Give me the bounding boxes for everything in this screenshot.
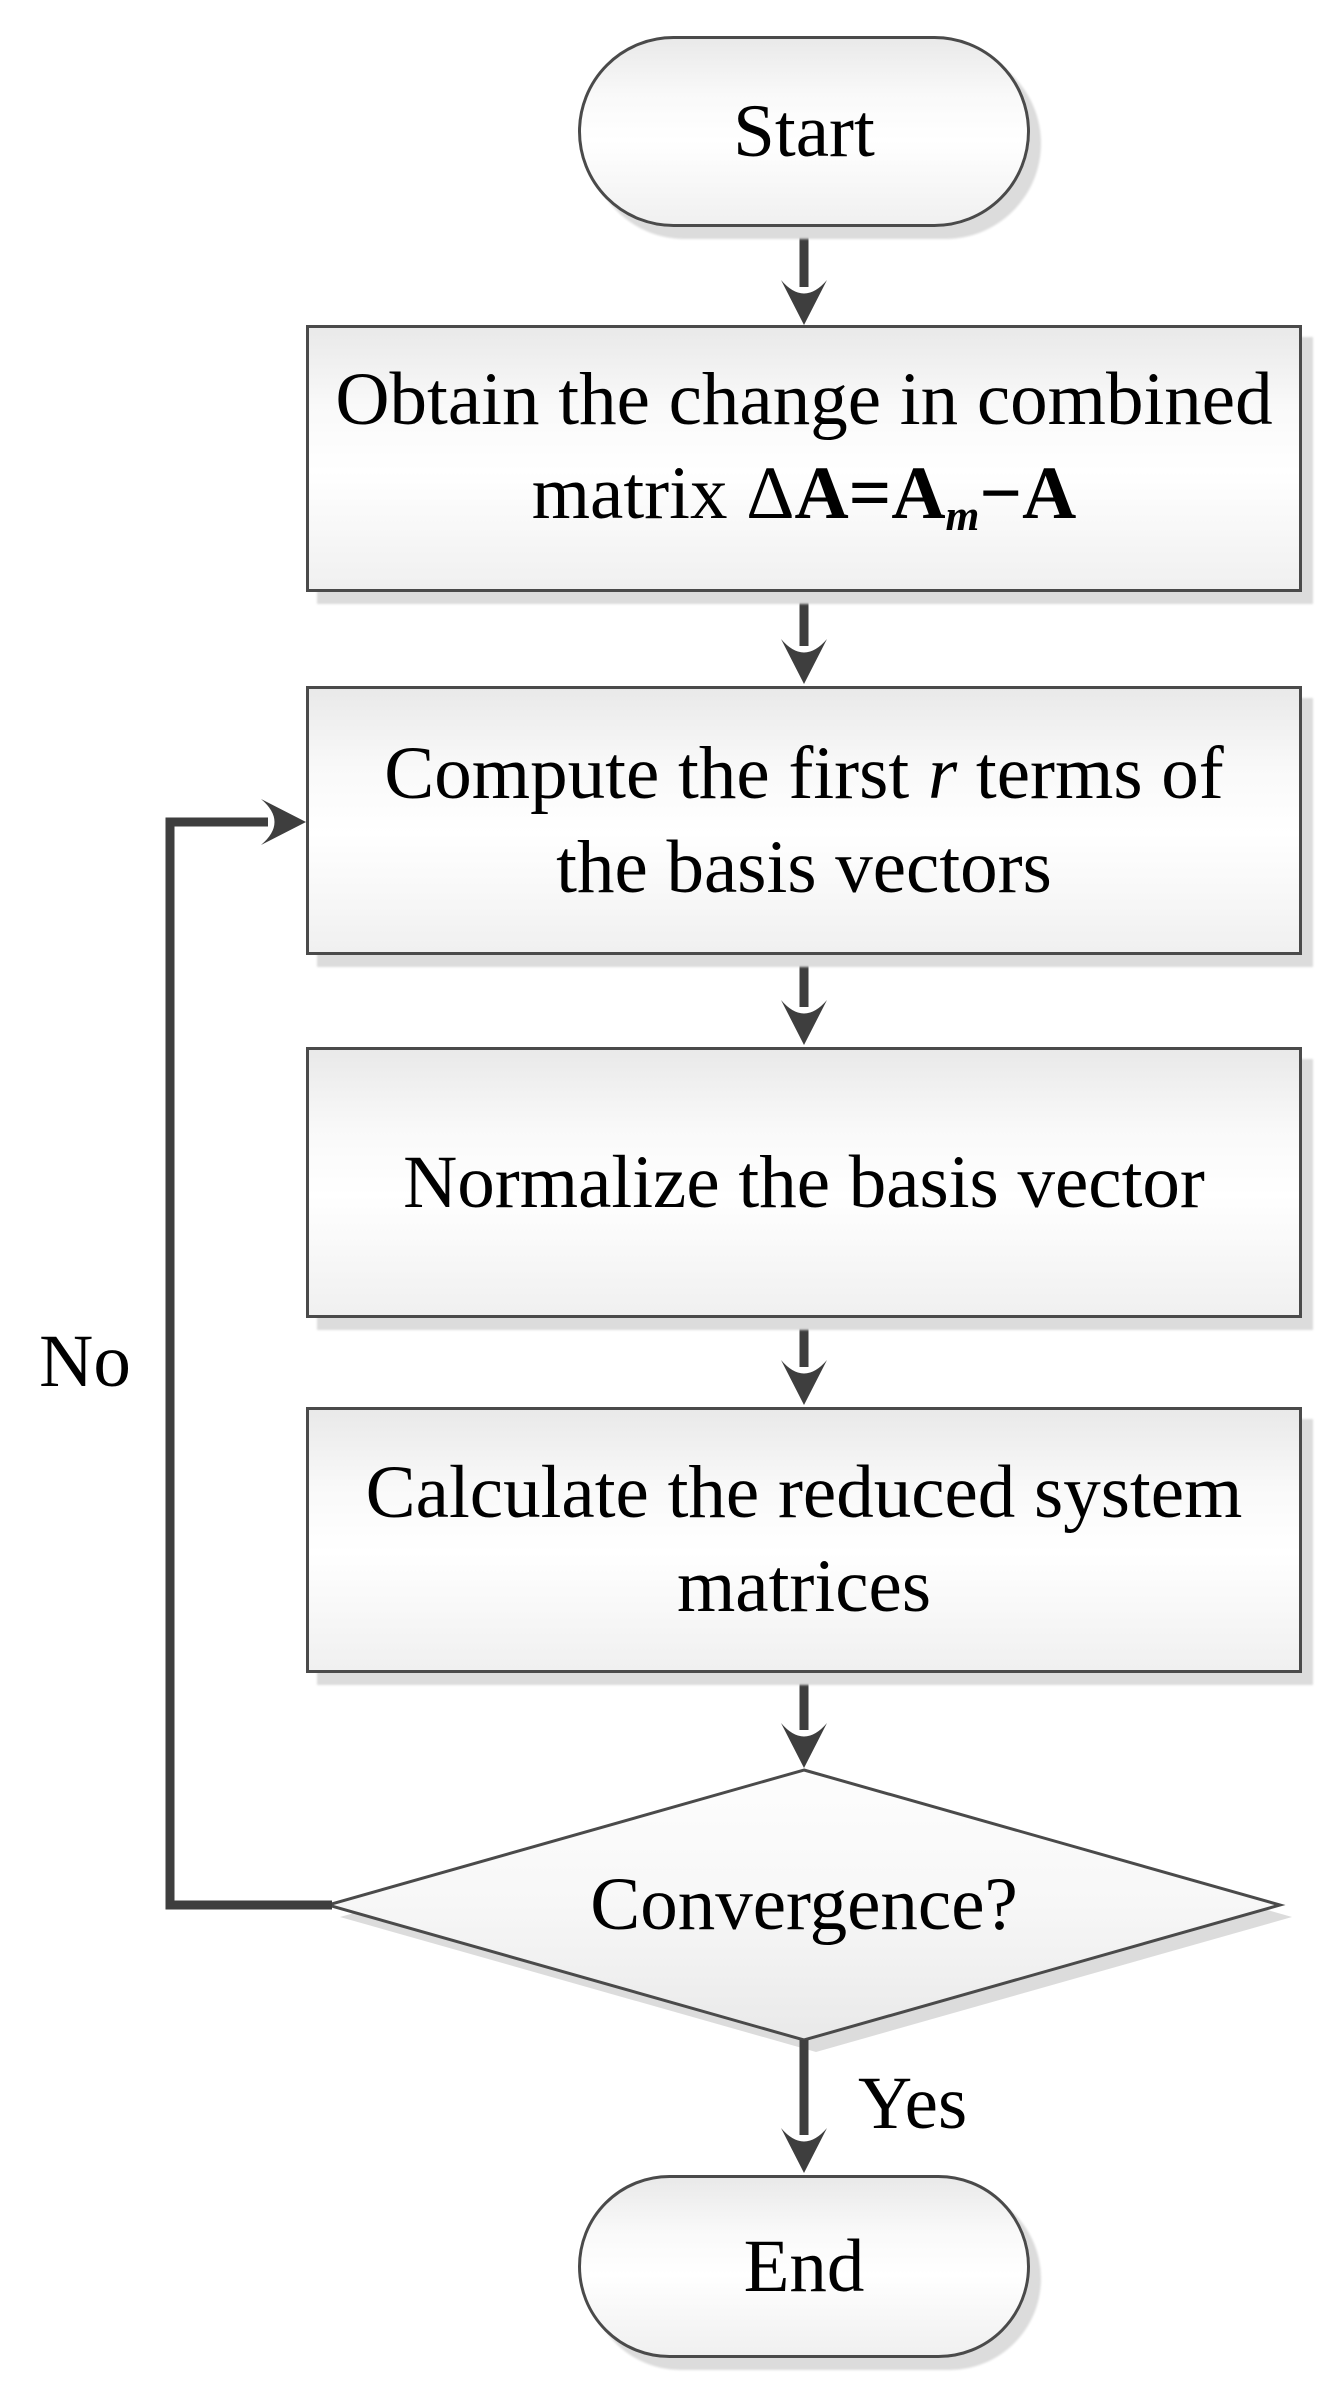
start-label: Start bbox=[733, 89, 875, 173]
arrowhead-into-end bbox=[781, 2128, 827, 2173]
edge-label-yes-text: Yes bbox=[858, 2062, 968, 2145]
calculate-line2: matrices bbox=[677, 1540, 931, 1634]
formula-matrix-a2: A bbox=[1022, 452, 1077, 536]
calculate-line1-text: Calculate the reduced system bbox=[365, 1451, 1243, 1534]
decision-convergence-shape bbox=[322, 1768, 1292, 2052]
process-compute-basis-vectors: Compute the first r terms of the basis v… bbox=[306, 686, 1302, 955]
process-normalize-basis-vector: Normalize the basis vector bbox=[306, 1047, 1302, 1318]
no-loop-connector bbox=[165, 817, 332, 1910]
arrowhead-into-calculate bbox=[781, 1360, 827, 1405]
formula-delta: Δ bbox=[746, 452, 795, 536]
arrowhead-no-loop-into-compute bbox=[261, 799, 306, 845]
arrowhead-into-normalize bbox=[781, 1000, 827, 1045]
calculate-line1: Calculate the reduced system bbox=[366, 1446, 1243, 1540]
process-obtain-change: Obtain the change in combined matrix ΔA=… bbox=[306, 325, 1302, 592]
arrowhead-into-obtain bbox=[781, 280, 827, 325]
decision-label-text: Convergence? bbox=[590, 1863, 1018, 1946]
normalize-label: Normalize the basis vector bbox=[403, 1140, 1205, 1224]
process-compute-line1: Compute the first r terms of bbox=[384, 727, 1223, 821]
decision-convergence-label: Convergence? bbox=[328, 1770, 1280, 2040]
arrowhead-into-decision bbox=[781, 1723, 827, 1768]
process-compute-line2: the basis vectors bbox=[556, 821, 1052, 915]
process-obtain-line1: Obtain the change in combined bbox=[335, 353, 1272, 447]
arrowhead-into-compute bbox=[781, 639, 827, 684]
edge-label-no: No bbox=[20, 1322, 150, 1402]
compute-variable-r: r bbox=[927, 731, 958, 815]
compute-line1-post: terms of bbox=[957, 731, 1224, 815]
edge-label-yes: Yes bbox=[858, 2064, 967, 2144]
formula-minus: − bbox=[979, 452, 1023, 536]
edge-label-no-text: No bbox=[39, 1320, 131, 1403]
formula-subscript-m: m bbox=[945, 492, 980, 541]
arrowheads bbox=[261, 280, 827, 2173]
formula-prefix: matrix bbox=[531, 452, 747, 536]
connector-stems bbox=[165, 227, 809, 2135]
end-terminator: End bbox=[578, 2175, 1030, 2358]
start-terminator: Start bbox=[578, 36, 1030, 227]
calculate-line2-text: matrices bbox=[676, 1545, 932, 1628]
formula-matrix-a: A bbox=[794, 452, 849, 536]
compute-line2-text: the basis vectors bbox=[556, 825, 1052, 909]
compute-line1-pre: Compute the first bbox=[384, 731, 928, 815]
process-calculate-reduced-matrices: Calculate the reduced system matrices bbox=[306, 1407, 1302, 1673]
formula-matrix-am-base: A bbox=[891, 452, 946, 536]
end-label: End bbox=[743, 2224, 865, 2308]
process-obtain-line1-text: Obtain the change in combined bbox=[335, 358, 1273, 442]
formula-equals: = bbox=[848, 452, 892, 536]
process-obtain-formula: matrix ΔA=Am−A bbox=[532, 447, 1077, 563]
